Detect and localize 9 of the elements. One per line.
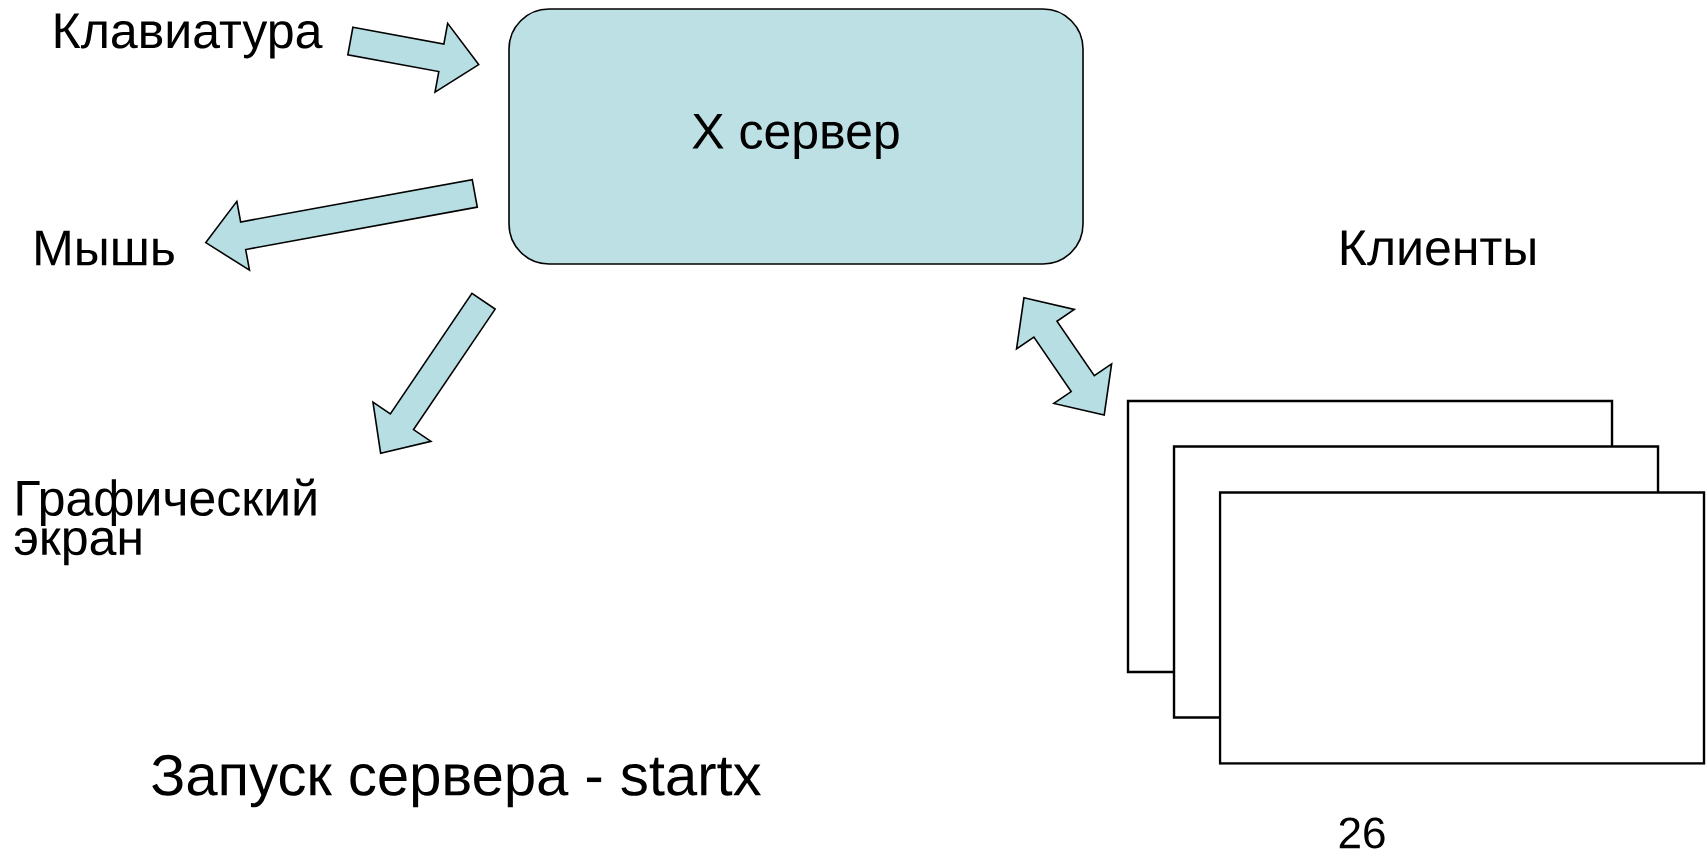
client-window: [1218, 491, 1706, 765]
text-label: Мышь: [36, 230, 174, 266]
text-label: Клавиатура: [55, 13, 323, 59]
server-box: X сервер: [508, 8, 1084, 265]
text-label: Графический экран: [14, 478, 316, 566]
group-label: Клиенты: [1341, 230, 1535, 266]
block-arrow: [204, 178, 479, 272]
caption: Запуск сервера - startx: [152, 754, 762, 808]
page-number: 26: [1339, 817, 1385, 849]
